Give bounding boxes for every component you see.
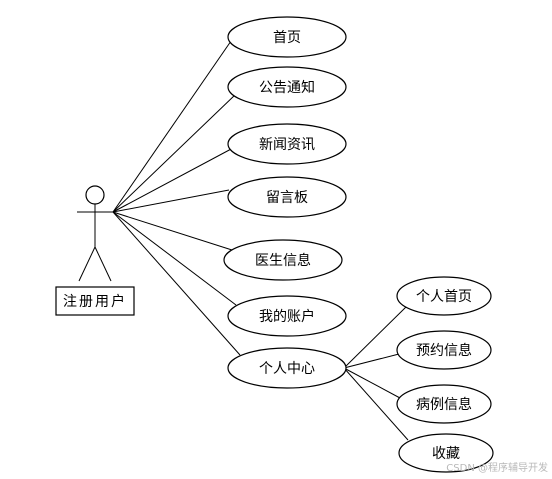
actor-label: 注册用户 <box>63 293 127 310</box>
use-case-case: 病例信息 <box>396 384 492 424</box>
use-case-booking-label: 预约信息 <box>416 342 472 359</box>
use-case-personal-center: 个人中心 <box>227 347 347 389</box>
edge-personal-home <box>343 305 408 369</box>
use-case-favorites-label: 收藏 <box>432 446 460 462</box>
actor-figure <box>77 185 113 282</box>
edge-booking <box>343 353 400 369</box>
use-case-news: 新闻资讯 <box>227 123 347 165</box>
watermark-text: CSDN @程序辅导开发 <box>446 461 548 474</box>
use-case-notice: 公告通知 <box>227 66 347 108</box>
actor-head <box>85 185 105 205</box>
use-case-personal-home-label: 个人首页 <box>416 289 472 305</box>
edge-notice <box>112 93 237 213</box>
use-case-notice-label: 公告通知 <box>259 79 315 96</box>
actor-right-leg <box>94 246 112 282</box>
center-edges <box>343 305 409 441</box>
use-case-doctor: 医生信息 <box>223 239 343 281</box>
use-case-personal-center-label: 个人中心 <box>259 361 315 377</box>
use-case-account: 我的账户 <box>227 295 347 337</box>
actor-edges <box>112 27 241 356</box>
actor-left-leg <box>78 246 96 282</box>
edge-board <box>112 189 230 213</box>
use-case-home-label: 首页 <box>273 30 301 46</box>
use-case-favorites: 收藏 <box>398 433 494 473</box>
edge-favorites <box>343 367 409 441</box>
use-case-personal-home: 个人首页 <box>396 276 492 316</box>
edge-account <box>112 211 237 306</box>
edge-home <box>112 27 241 213</box>
use-case-booking: 预约信息 <box>396 330 492 370</box>
actor-label-box: 注册用户 <box>55 286 135 316</box>
use-case-case-label: 病例信息 <box>416 396 472 413</box>
edge-personal-center <box>112 211 241 356</box>
edge-news <box>112 147 234 213</box>
use-case-home: 首页 <box>227 16 347 58</box>
use-case-account-label: 我的账户 <box>259 308 315 325</box>
edge-case <box>343 367 401 399</box>
use-case-board-label: 留言板 <box>266 190 308 206</box>
use-case-news-label: 新闻资讯 <box>259 137 315 153</box>
edge-doctor <box>112 211 233 251</box>
use-case-doctor-label: 医生信息 <box>255 252 311 269</box>
use-case-board: 留言板 <box>227 176 347 218</box>
